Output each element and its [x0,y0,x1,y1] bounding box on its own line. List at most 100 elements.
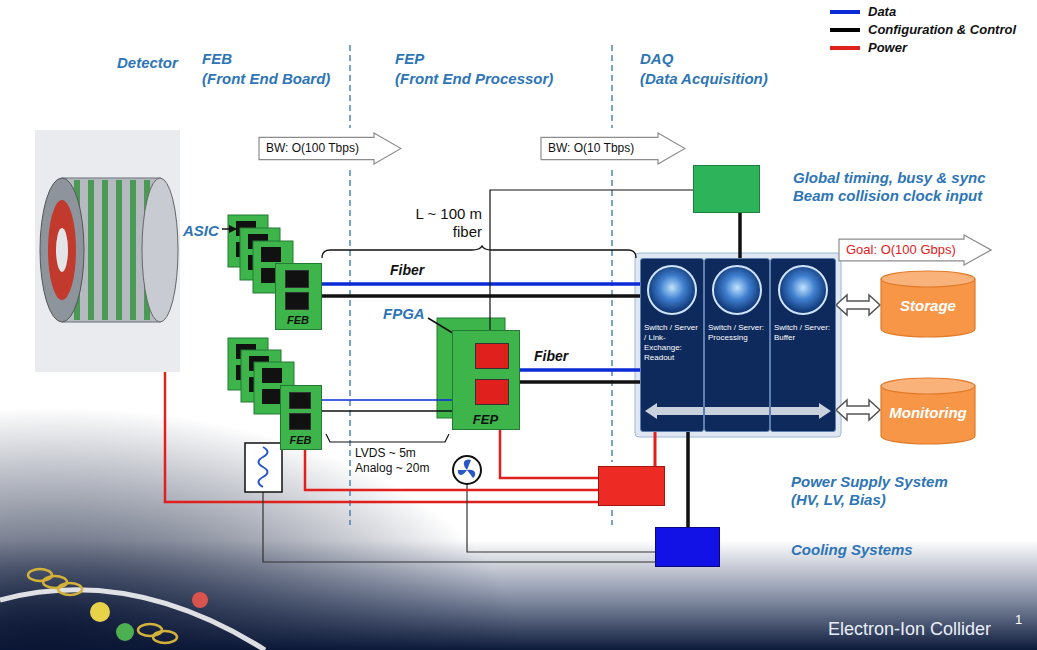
chip [289,392,311,409]
board-label-anchor: FEB [281,434,320,447]
asic-chip [261,247,281,262]
connector-line [520,380,640,384]
server-role: Switch / Server / Link-Exchange: Readout [644,323,700,363]
cylinder-top [881,271,975,287]
shared-bus-arrow [641,401,703,421]
detector-power-wire [165,372,598,502]
section-subheading-anchor: (Data Acquisition) [640,70,768,88]
connector-line [686,432,690,527]
spring-coil [28,569,52,581]
link-label-anchor: Fiber [388,262,426,278]
goal-arrow: Goal: O(100 Gbps) [838,234,992,266]
cylinder-top [881,378,975,394]
server-room-image [778,265,828,315]
section-heading: DAQ [640,50,673,68]
detector-stripe [102,180,108,320]
spring-coil [153,631,177,643]
spring-coil [58,583,82,595]
cylinder-body [881,279,975,337]
short-link-bracket [326,434,449,442]
arrow-text-anchor: BW: O(100 Tbps) [266,132,359,165]
part-name-anchor: ASIC [183,222,219,240]
arrow-shape [541,133,685,164]
particle-ball [116,623,134,641]
arrow-text-anchor: BW: O(10 Tbps) [548,132,634,165]
detector-stripe [130,180,136,320]
detector-illustration [35,130,180,372]
server-role-anchor: Switch / Server / Link-Exchange: Readout [644,323,700,363]
arrow-shape [839,235,991,265]
legend-text: Data [868,4,896,20]
bus-arrow-shape [771,403,831,419]
timing-box: Global timing, busy & sync Beam collisio… [693,165,760,213]
connector-line [322,282,640,286]
server-role: Switch / Server: Processing [708,323,766,343]
fan-symbol [453,456,481,484]
legend-text-anchor: Data [868,4,896,20]
section-subheading: (Front End Processor) [395,70,553,88]
arrow-text-anchor: Goal: O(100 Gbps) [846,234,956,266]
fan-blades [458,459,475,478]
detector-core [56,228,68,272]
server-role-anchor: Switch / Server: Processing [708,323,766,343]
stage-divider [611,510,612,525]
section-subheading-anchor: (Front End Processor) [395,70,553,88]
server-role-anchor: Switch / Server: Buffer [774,323,832,343]
section-heading-anchor: Detector [117,54,178,72]
stage-divider [611,170,612,462]
legend-swatch [830,28,860,32]
system-name: Power Supply System (HV, LV, Bias) [791,473,971,509]
connector-line [520,368,640,372]
bus-arrow-shape [705,407,769,415]
chip [285,292,309,310]
heat-pipe-coil [259,447,268,487]
link-length-anchor: Analog ~ 20m [355,461,429,475]
legend-text: Configuration & Control [868,22,1016,38]
server-room-image [647,265,697,315]
board-label-anchor: FEB [276,314,320,327]
cylinder-label: Monitoring [880,403,976,423]
chip [475,379,509,405]
board-label: FEB [281,434,320,447]
chip [285,270,309,288]
asic-chip [262,389,282,404]
cooling-box: Cooling Systems [655,527,720,567]
connector-line [738,213,742,258]
server-role: Switch / Server: Buffer [774,323,832,343]
detector-ring [48,200,76,300]
section-heading: FEB [202,50,232,68]
space-glow [0,380,520,650]
length-note: L ~ 100 m fiber [402,205,482,241]
connector-line [322,294,640,298]
legend-text-anchor: Configuration & Control [868,22,1016,38]
board-label-anchor: FEP [453,412,518,427]
connector-line [654,432,657,466]
asic-chip [262,368,282,383]
server-room-image [712,265,762,315]
detector-face [40,178,84,322]
power-supply-box: Power Supply System (HV, LV, Bias) [598,466,665,506]
legend-swatch [830,46,860,50]
bandwidth-arrow: BW: O(10 Tbps) [540,132,686,165]
storage-cylinder: Storage [880,270,976,338]
section-heading-anchor: FEB [202,50,232,68]
section-heading-anchor: FEP [395,50,424,68]
link-length: LVDS ~ 5m [355,446,416,460]
double-arrow [836,295,880,315]
board-label: FEB [276,314,320,327]
monitoring-cylinder: Monitoring [880,377,976,445]
arrow-text: Goal: O(100 Gbps) [846,234,956,266]
length-note-anchor: L ~ 100 m fiber [402,205,482,241]
part-name: ASIC [183,222,219,240]
section-subheading: (Front End Board) [202,70,330,88]
section-subheading-anchor: (Front End Board) [202,70,330,88]
part-name-anchor: FPGA [383,305,425,323]
asic-pointer [222,228,236,230]
detector-stripe [116,180,122,320]
stage-divider [611,45,612,128]
chip [475,343,509,369]
section-heading: FEP [395,50,424,68]
front-end-processor-board: FEP [452,330,520,430]
legend-text-anchor: Power [868,40,907,56]
board-label: FEP [453,412,518,427]
